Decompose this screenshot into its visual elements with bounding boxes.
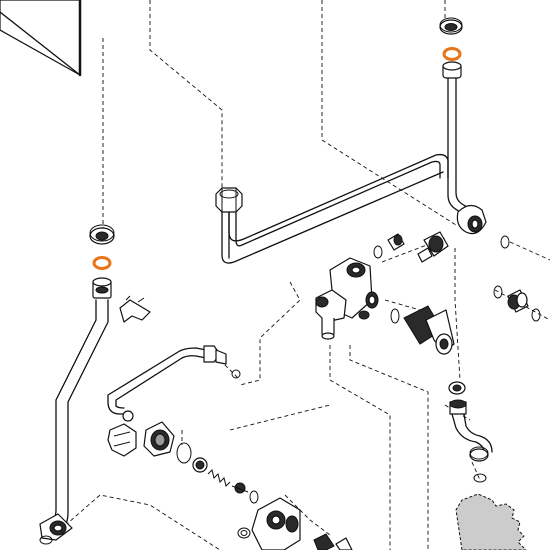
- lower-right-fittings: [313, 533, 353, 550]
- left-washer: [89, 224, 115, 245]
- cartridge-lower: [390, 305, 455, 355]
- lower-small-ring: [249, 490, 259, 504]
- bent-pipe-right: [449, 399, 493, 462]
- upper-right-pipe-end: [442, 61, 487, 235]
- right-washer: [448, 381, 466, 395]
- upper-right-washer: [439, 17, 463, 35]
- upper-pipe: [221, 73, 473, 264]
- o-ring-left: [92, 256, 112, 270]
- valve-top-fittings: [373, 233, 405, 259]
- lower-rings: [176, 442, 208, 473]
- small-ring-lower-right: [473, 473, 487, 483]
- right-rings: [493, 235, 541, 322]
- shaded-housing: [455, 493, 527, 550]
- lower-valve-body: [237, 497, 301, 550]
- top-left-panel: [0, 0, 82, 77]
- lower-union-nut: [143, 421, 175, 457]
- o-ring-upper-right: [442, 47, 462, 61]
- upper-pipe-nut: [215, 187, 243, 213]
- cartridge-upper: [417, 231, 449, 263]
- left-pipe: [47, 277, 112, 533]
- bypass-pipe: [107, 345, 241, 422]
- valve-body: [315, 257, 379, 340]
- lower-spring: [207, 469, 249, 494]
- clip-left: [119, 295, 151, 323]
- lower-clip: [107, 423, 137, 457]
- left-pipe-bottom-fitting: [39, 513, 73, 545]
- leader-lines: [59, 0, 550, 550]
